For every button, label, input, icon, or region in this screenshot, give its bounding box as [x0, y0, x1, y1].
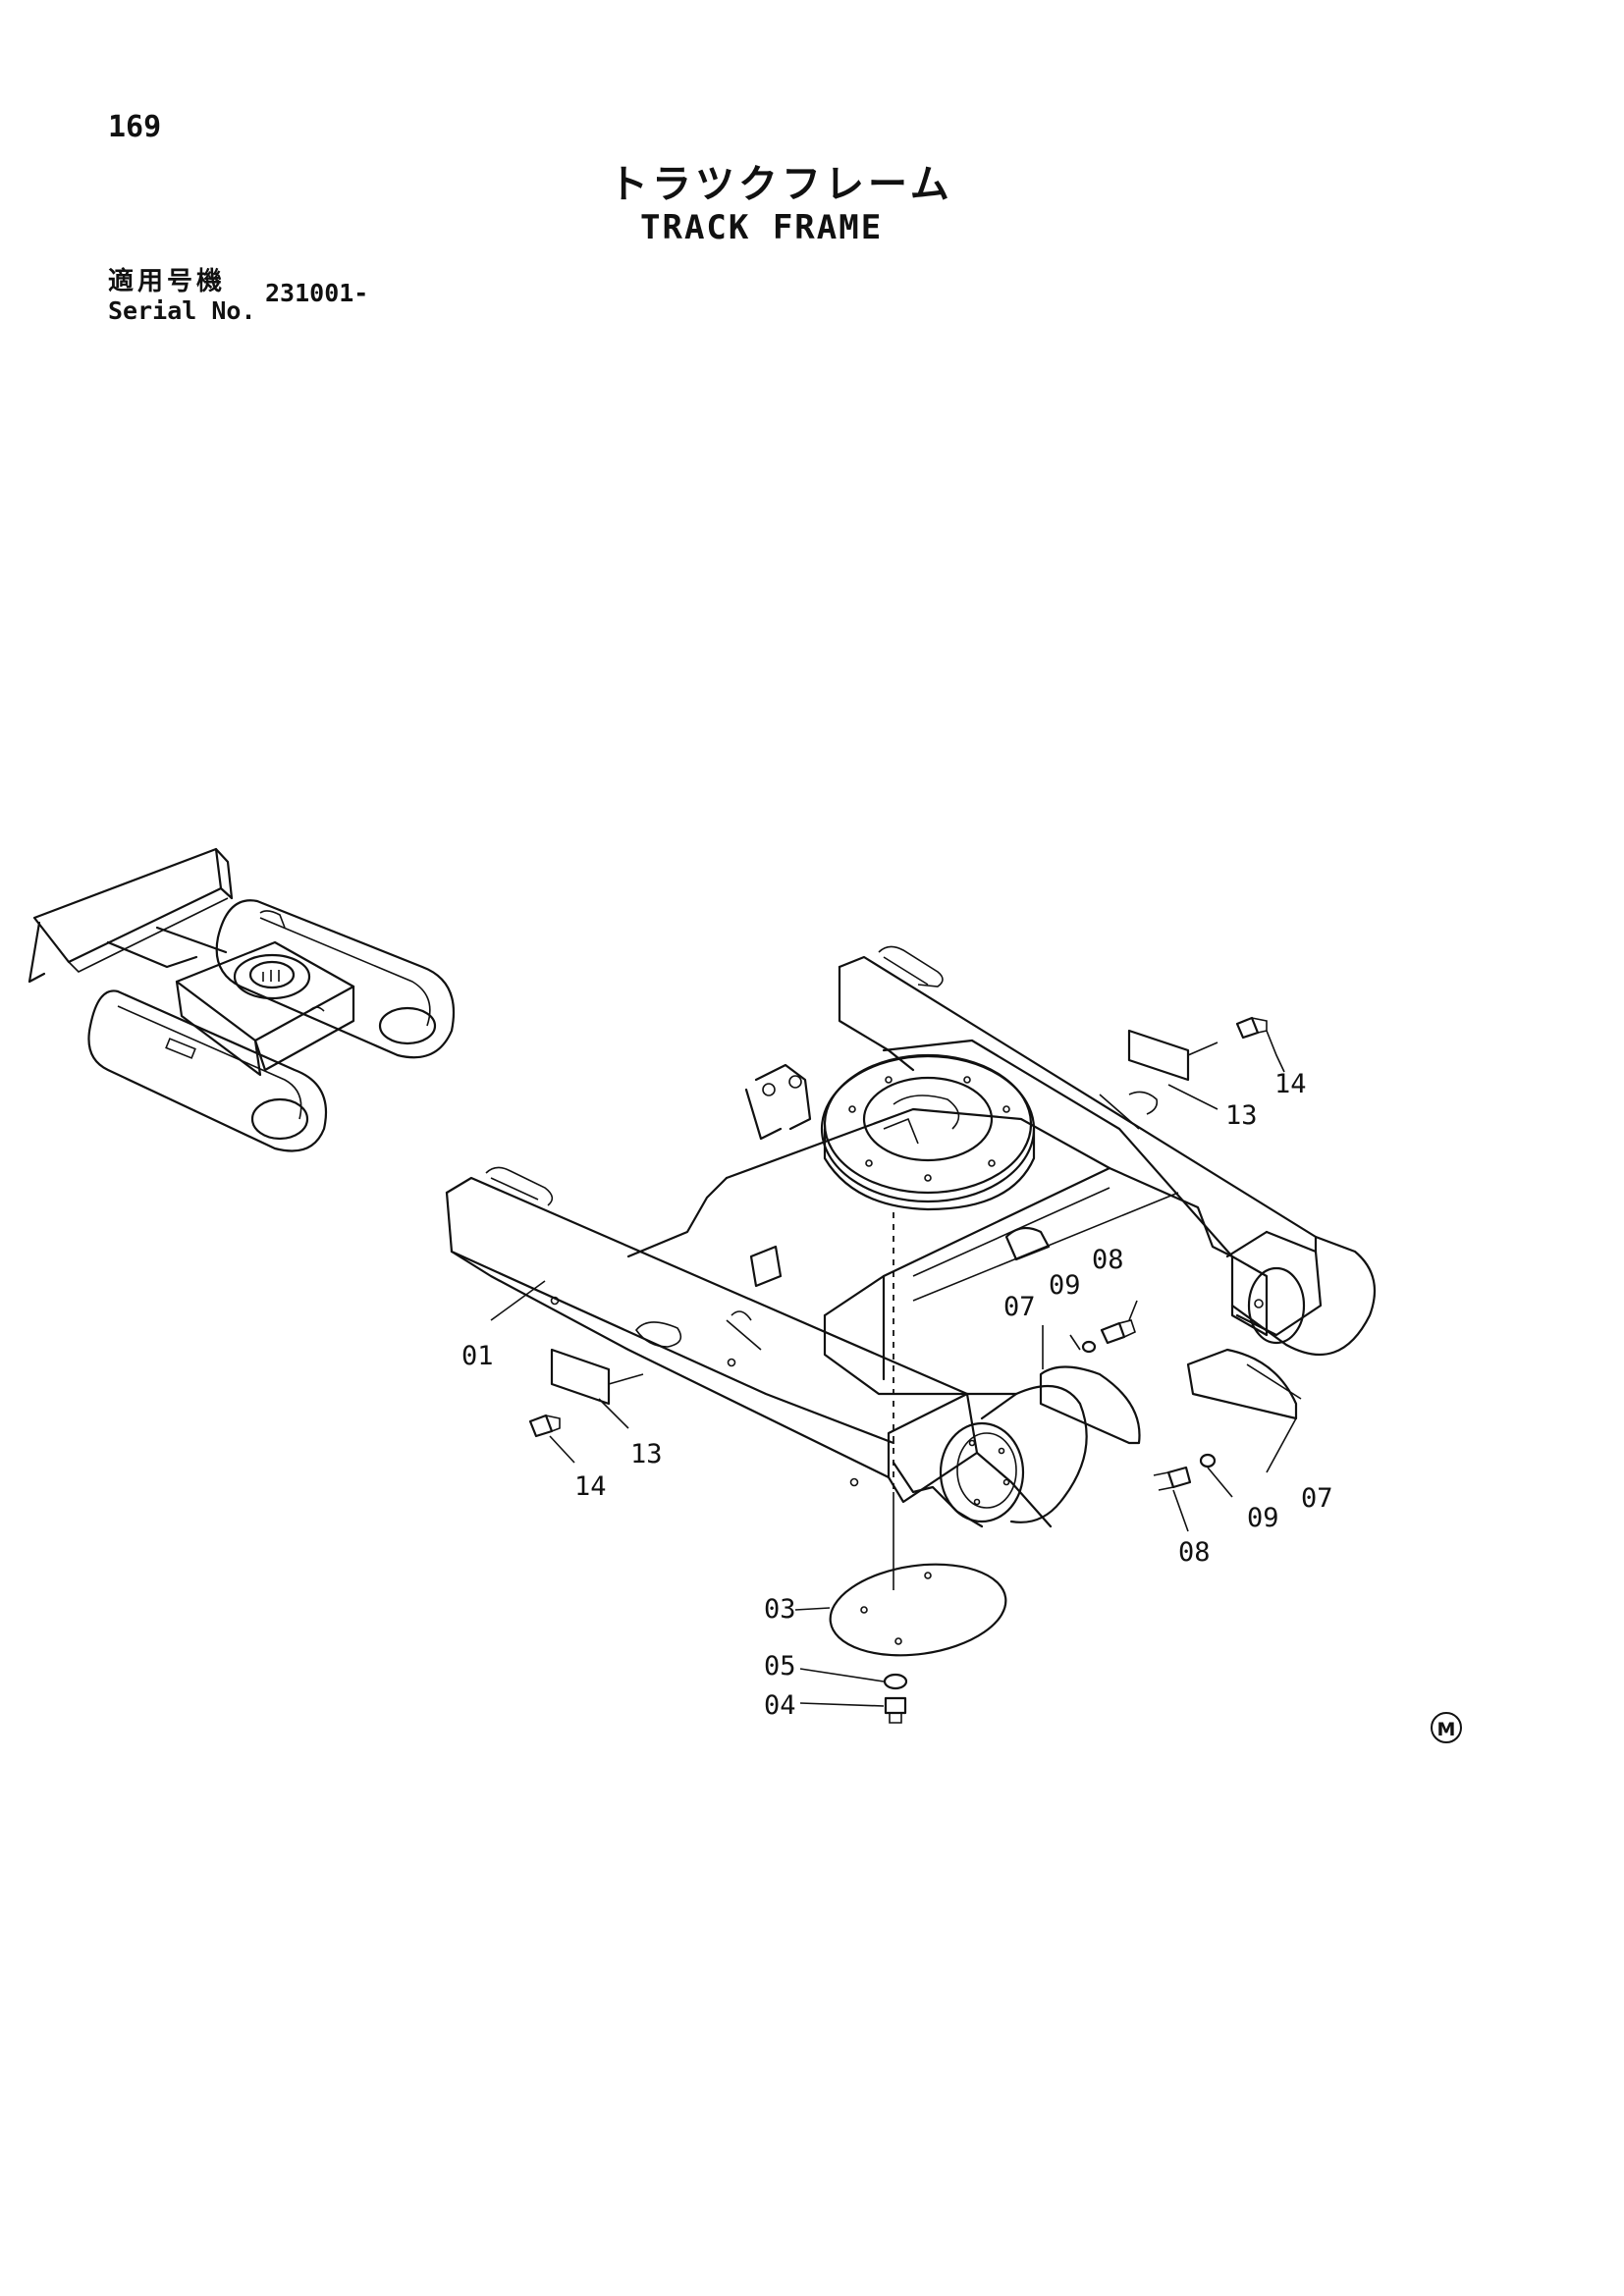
washer-part-09-upper — [1081, 1340, 1097, 1354]
callout-13-upper: 13 — [1225, 1100, 1258, 1131]
callout-03: 03 — [764, 1594, 796, 1625]
svg-text:M: M — [1437, 1719, 1456, 1740]
overview-machine-illustration — [27, 847, 456, 1152]
bolt-part-14-upper — [1235, 1016, 1268, 1040]
leader-lines — [490, 1030, 1297, 1707]
callout-09-lower: 09 — [1247, 1503, 1279, 1533]
page-title-japanese: トラツクフレーム — [609, 162, 953, 207]
model-mark-circled: M — [1431, 1712, 1462, 1743]
track-frame-main-drawing — [445, 945, 1377, 1590]
callout-14-upper: 14 — [1274, 1069, 1307, 1099]
callout-09-upper: 09 — [1049, 1270, 1081, 1301]
serial-label-english: Serial No. — [108, 296, 256, 325]
callout-07-right: 07 — [1301, 1483, 1333, 1514]
serial-number-value: 231001- — [265, 279, 369, 307]
callout-08-upper: 08 — [1092, 1245, 1124, 1275]
callout-04: 04 — [764, 1690, 796, 1721]
callout-01: 01 — [461, 1341, 494, 1371]
bolt-part-08-upper — [1100, 1319, 1136, 1345]
page-title-english: TRACK FRAME — [640, 208, 884, 247]
callout-08-lower: 08 — [1178, 1537, 1211, 1568]
page-number: 169 — [108, 110, 162, 144]
side-cover-part-07-left — [1039, 1365, 1141, 1445]
plate-part-13-upper — [1127, 1029, 1190, 1082]
callout-13-lower: 13 — [630, 1439, 663, 1469]
callout-05: 05 — [764, 1651, 796, 1682]
callout-14-lower: 14 — [574, 1471, 607, 1502]
side-cover-part-07-right — [1186, 1348, 1298, 1420]
serial-label-japanese: 適用号機 — [108, 267, 227, 296]
bolt-part-04 — [884, 1696, 907, 1724]
bolt-part-08-lower — [1153, 1466, 1192, 1491]
washer-part-05 — [883, 1673, 908, 1690]
plate-part-13-lower — [550, 1348, 611, 1406]
washer-part-09-lower — [1199, 1453, 1217, 1468]
bolt-part-14-lower — [528, 1414, 561, 1438]
callout-07-left: 07 — [1003, 1292, 1036, 1322]
cover-plate-part-03 — [829, 1563, 1007, 1657]
